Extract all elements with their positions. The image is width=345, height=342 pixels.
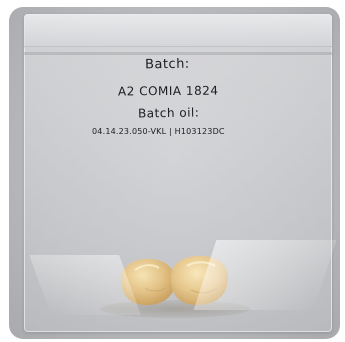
rosin-chunk-left	[120, 258, 176, 306]
batch-heading: Batch:	[144, 56, 190, 73]
zip-lock-line	[24, 52, 332, 55]
batch-oil-value: 04.14.23.050-VKL | H103123DC	[92, 127, 225, 136]
batch-number: A2 COMIA 1824	[117, 83, 219, 99]
batch-oil-heading: Batch oil:	[137, 105, 200, 121]
bag-seal-strip	[24, 14, 332, 47]
bag-glare-right	[193, 240, 337, 310]
